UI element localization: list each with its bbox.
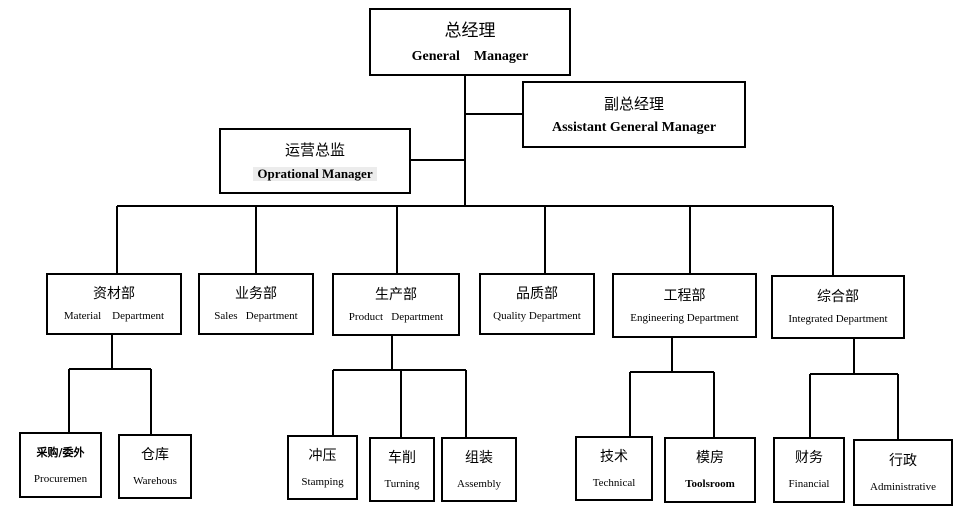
dept-material-box: 资材部 Material Department (46, 273, 182, 335)
unit-stamping-cn: 冲压 (308, 447, 337, 464)
operational-manager-box: 运营总监 Oprational Manager (219, 128, 411, 194)
unit-financial-box: 财务 Financial (773, 437, 845, 503)
unit-assembly-box: 组装 Assembly (441, 437, 517, 502)
dept-engineering-en: Engineering Department (630, 311, 739, 324)
unit-turning-cn: 车削 (388, 449, 416, 466)
dept-quality-box: 品质部 Quality Department (479, 273, 595, 335)
assistant-gm-cn: 副总经理 (603, 94, 664, 113)
general-manager-box: 总经理 General Manager (369, 8, 571, 76)
dept-engineering-box: 工程部 Engineering Department (612, 273, 757, 338)
dept-sales-en: Sales Department (214, 310, 298, 322)
dept-quality-cn: 品质部 (516, 286, 558, 302)
dept-material-cn: 资材部 (93, 286, 135, 302)
unit-assembly-en: Assembly (457, 477, 501, 490)
dept-product-cn: 生产部 (375, 286, 417, 303)
unit-turning-box: 车削 Turning (369, 437, 435, 502)
unit-financial-en: Financial (788, 478, 830, 490)
unit-technical-en: Technical (592, 476, 636, 489)
dept-engineering-cn: 工程部 (663, 287, 706, 304)
unit-assembly-cn: 组装 (465, 449, 493, 466)
unit-warehouse-cn: 仓库 (141, 446, 169, 463)
dept-integrated-en: Integrated Department (788, 313, 888, 325)
unit-technical-box: 技术 Technical (575, 436, 653, 501)
unit-stamping-en: Stamping (301, 475, 344, 488)
unit-administrative-en: Administrative (870, 480, 936, 493)
unit-procurement-cn: 采购/委外 (36, 446, 85, 459)
unit-toolsroom-cn: 模房 (696, 450, 724, 466)
dept-sales-box: 业务部 Sales Department (198, 273, 314, 335)
unit-toolsroom-en: Toolsroom (685, 478, 735, 490)
unit-technical-cn: 技术 (600, 448, 628, 465)
unit-administrative-cn: 行政 (889, 452, 917, 469)
unit-warehouse-en: Warehous (133, 474, 177, 487)
dept-integrated-box: 综合部 Integrated Department (771, 275, 905, 339)
unit-warehouse-box: 仓库 Warehous (118, 434, 192, 499)
dept-material-en: Material Department (63, 310, 165, 322)
unit-turning-en: Turning (384, 477, 420, 490)
assistant-gm-box: 副总经理 Assistant General Manager (522, 81, 746, 148)
dept-integrated-cn: 综合部 (817, 289, 859, 305)
assistant-gm-en: Assistant General Manager (551, 119, 717, 135)
unit-stamping-box: 冲压 Stamping (287, 435, 358, 500)
dept-sales-cn: 业务部 (235, 286, 277, 302)
unit-procurement-box: 采购/委外 Procuremen (19, 432, 102, 498)
dept-quality-en: Quality Department (493, 310, 581, 322)
unit-toolsroom-box: 模房 Toolsroom (664, 437, 756, 503)
operational-manager-cn: 运营总监 (284, 141, 345, 159)
general-manager-cn: 总经理 (444, 21, 496, 41)
unit-financial-cn: 财务 (795, 450, 823, 466)
unit-procurement-en: Procuremen (33, 473, 88, 485)
operational-manager-en: Oprational Manager (253, 167, 377, 181)
dept-product-box: 生产部 Product Department (332, 273, 460, 336)
unit-administrative-box: 行政 Administrative (853, 439, 953, 506)
general-manager-en: General Manager (411, 49, 529, 64)
dept-product-en: Product Department (348, 310, 444, 323)
